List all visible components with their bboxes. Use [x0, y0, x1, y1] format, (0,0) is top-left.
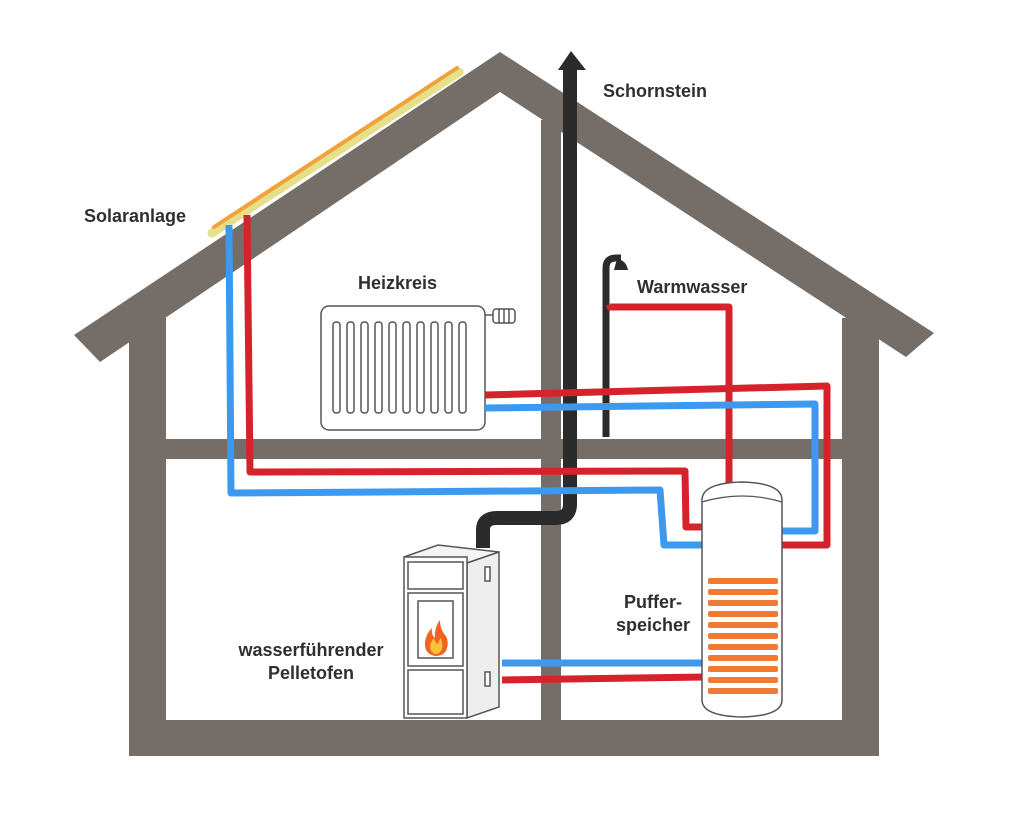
floor	[129, 720, 879, 756]
buffer-tank	[701, 481, 783, 718]
solar-cold-pipe	[225, 224, 706, 549]
label-pufferspeicher-line2: speicher	[615, 615, 691, 635]
hot-water-tap-icon	[602, 254, 628, 437]
stove-hot-pipe	[501, 673, 707, 684]
heat-exchanger-coil-icon	[708, 578, 778, 694]
pellet-stove	[403, 544, 500, 720]
radiator	[320, 305, 516, 431]
hot-pipes	[243, 214, 831, 684]
hot-water-pipe	[606, 303, 733, 487]
attic-divider-wall	[541, 120, 561, 440]
heating-circuit-hot-pipe	[484, 382, 831, 549]
label-pufferspeicher-line1: Puffer-	[624, 592, 682, 612]
right-wall	[842, 318, 879, 756]
label-pelletofen-line1: wasserführender	[238, 640, 384, 660]
label-pufferspeicher: Puffer- speicher	[603, 591, 703, 637]
flame-icon	[424, 620, 448, 656]
left-wall	[129, 318, 166, 756]
label-pelletofen: wasserführender Pelletofen	[226, 639, 396, 685]
label-heizkreis: Heizkreis	[358, 273, 438, 293]
label-warmwasser: Warmwasser	[637, 277, 748, 297]
heating-circuit-cold-pipe	[484, 400, 819, 535]
solar-hot-pipe	[243, 214, 706, 531]
chimney-arrow-icon	[558, 51, 586, 70]
house-structure	[74, 52, 934, 756]
label-schornstein: Schornstein	[603, 81, 708, 101]
cold-pipes	[225, 224, 819, 667]
solar-panel	[207, 66, 464, 238]
label-solaranlage: Solaranlage	[84, 206, 187, 226]
label-pelletofen-line2: Pelletofen	[267, 663, 355, 683]
chimney	[476, 51, 586, 548]
middle-ceiling	[166, 439, 842, 459]
